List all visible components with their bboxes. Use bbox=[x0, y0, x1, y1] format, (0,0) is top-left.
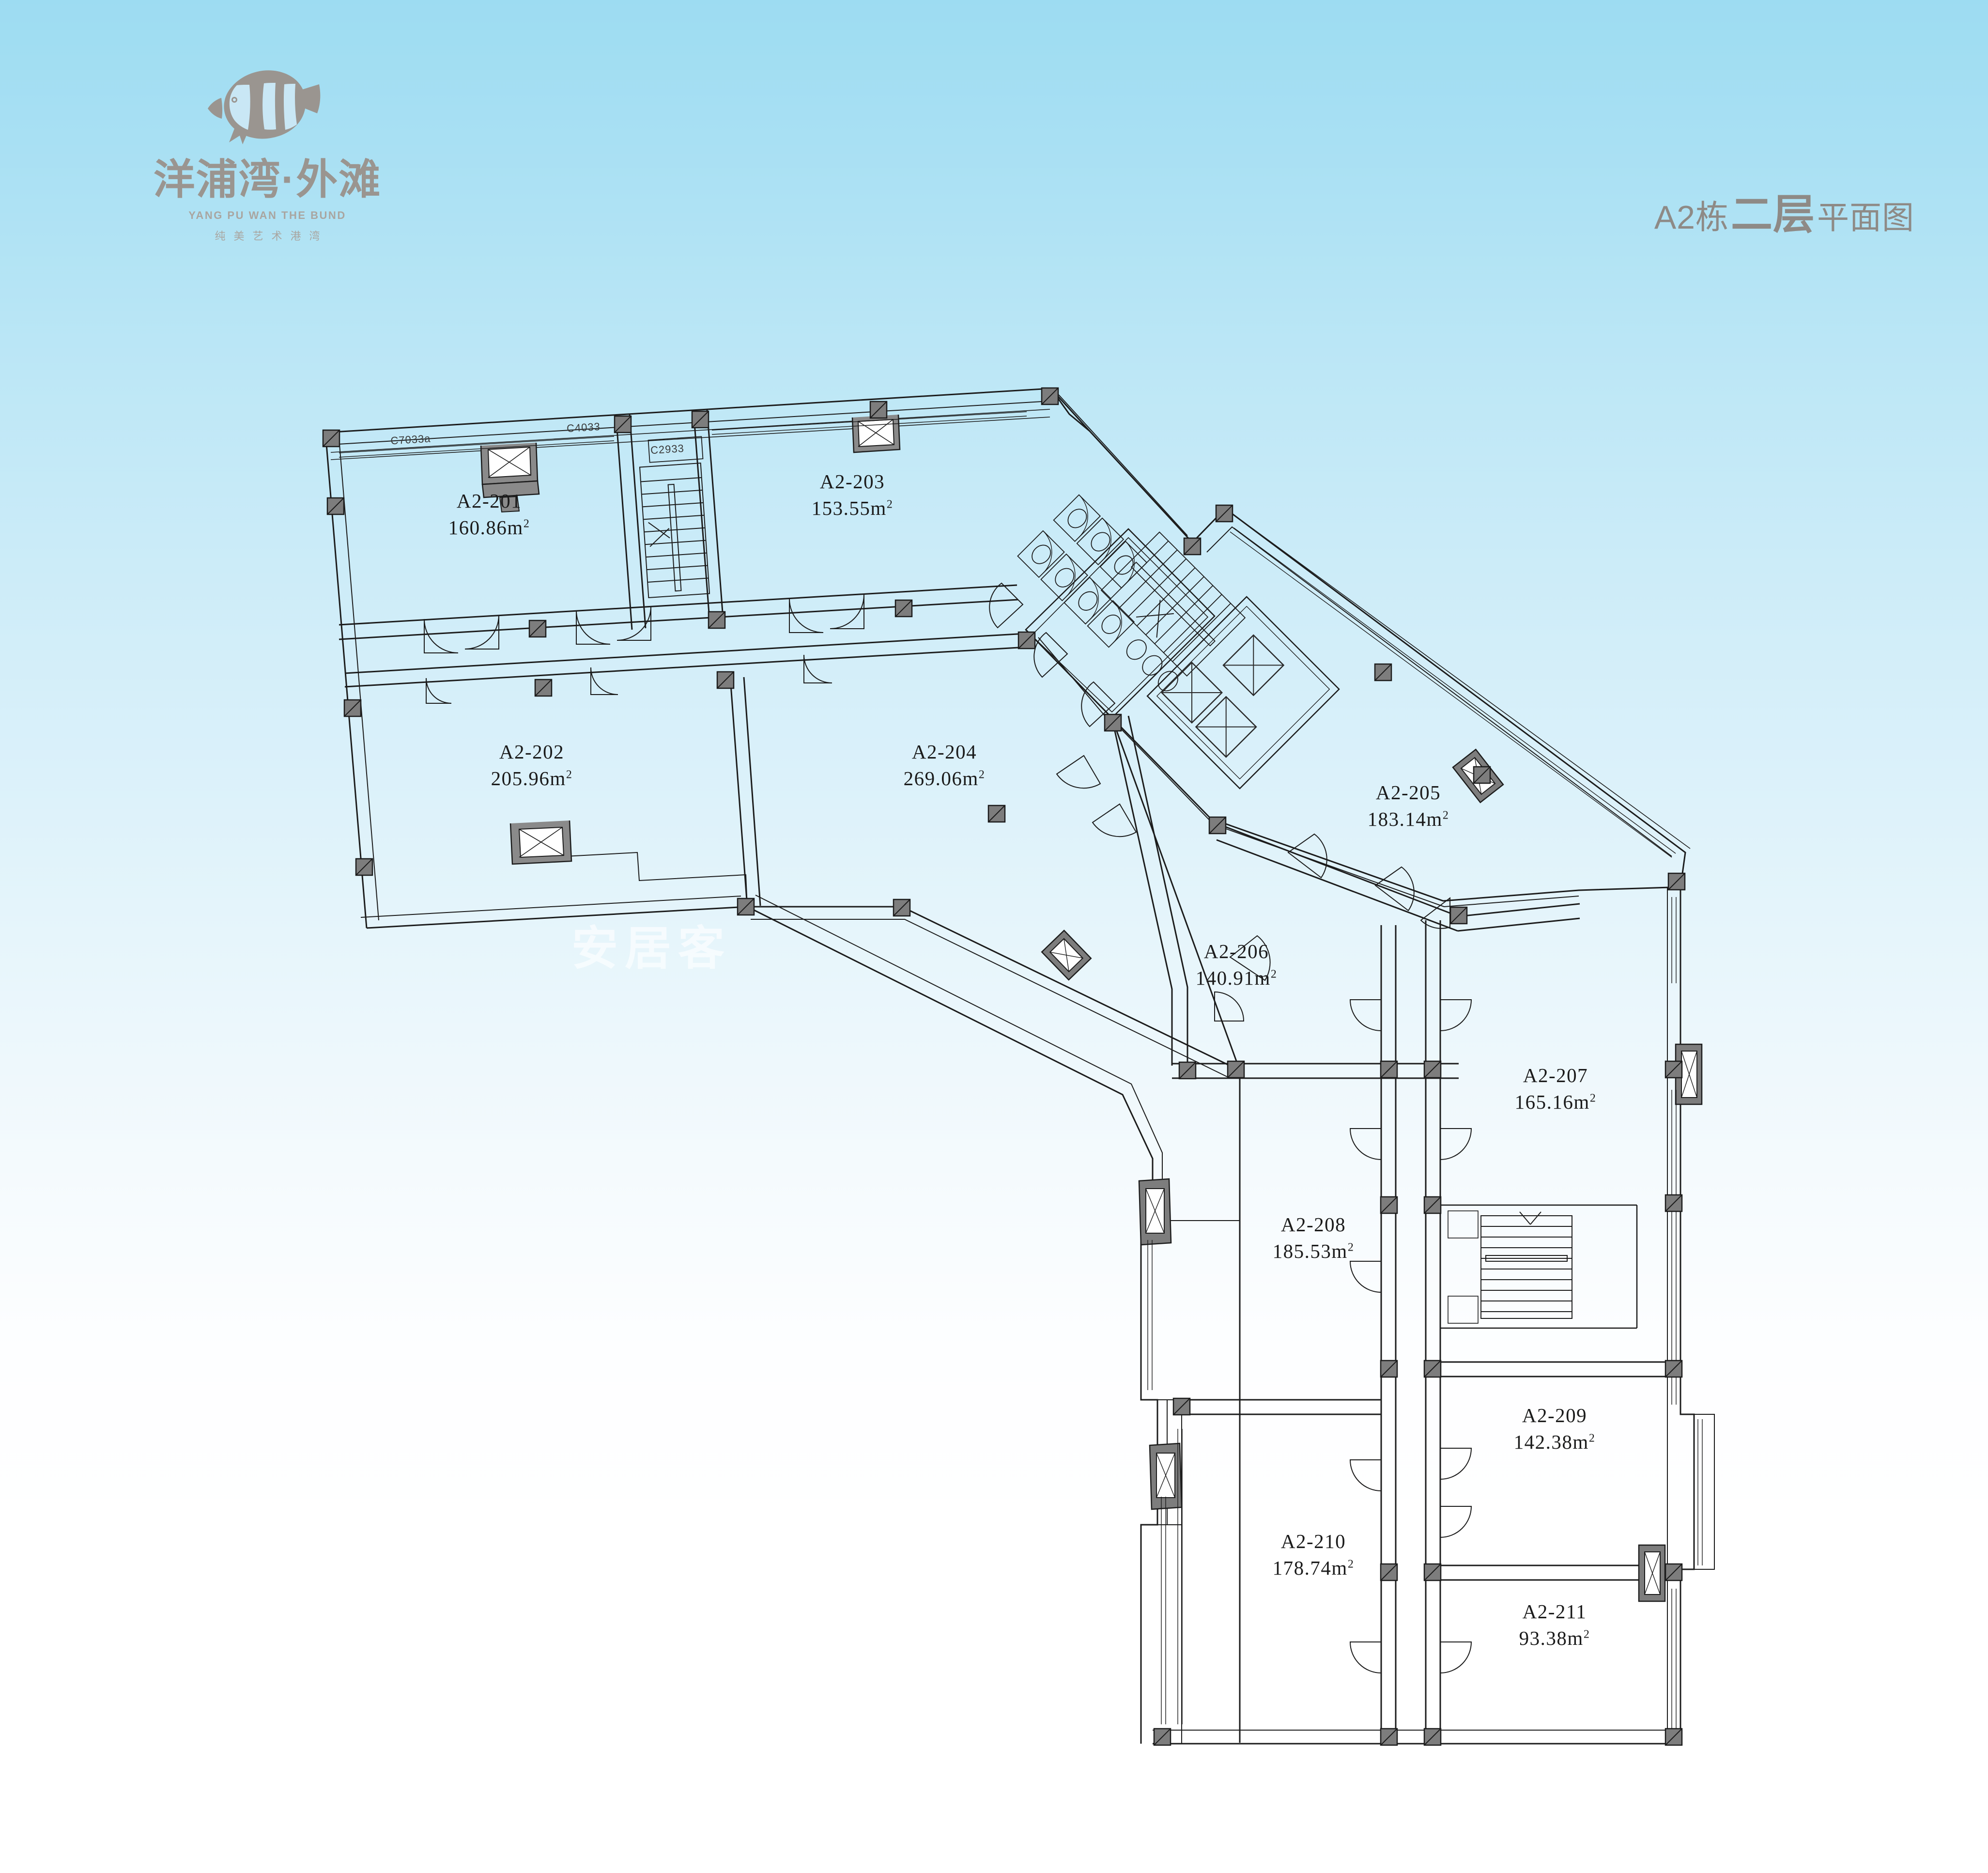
room-label: A2-205 183.14m2 bbox=[1368, 779, 1449, 833]
room-area: 178.74m2 bbox=[1272, 1557, 1355, 1579]
sw-lower-block bbox=[1140, 1308, 1381, 1744]
room-area: 185.53m2 bbox=[1272, 1240, 1355, 1262]
room-label: A2-204 269.06m2 bbox=[904, 739, 986, 792]
sw-partitions bbox=[1111, 715, 1459, 1079]
tropical-fish-icon bbox=[208, 70, 321, 144]
window-tag: C2933 bbox=[650, 442, 685, 457]
room-id: A2-205 bbox=[1375, 781, 1441, 804]
room-label: A2-210 178.74m2 bbox=[1273, 1528, 1355, 1581]
room-label: A2-209 142.38m2 bbox=[1514, 1402, 1596, 1455]
room-id: A2-210 bbox=[1280, 1530, 1346, 1553]
room-area: 183.14m2 bbox=[1367, 808, 1449, 830]
title-building: A2栋 bbox=[1654, 199, 1729, 236]
se-stair bbox=[1440, 1204, 1638, 1329]
room-id: A2-206 bbox=[1203, 940, 1269, 963]
room-area: 153.55m2 bbox=[811, 497, 894, 519]
nw-window-box bbox=[480, 442, 540, 513]
room-area: 205.96m2 bbox=[491, 767, 573, 789]
nw-wing-envelope bbox=[324, 387, 1090, 929]
room-id: A2-211 bbox=[1522, 1600, 1587, 1623]
title-kind: 平面图 bbox=[1817, 200, 1914, 235]
room-area: 165.16m2 bbox=[1514, 1091, 1597, 1113]
window-tag: C4033 bbox=[566, 420, 601, 435]
page-title: A2栋 二层 平面图 bbox=[1654, 180, 1914, 241]
room-id: A2-203 bbox=[819, 470, 885, 493]
elevator-bank bbox=[1146, 596, 1340, 789]
sw-window-box-202 bbox=[509, 820, 572, 865]
room-label: A2-203 153.55m2 bbox=[812, 468, 894, 522]
title-floor: 二层 bbox=[1731, 191, 1815, 238]
room-label: A2-207 165.16m2 bbox=[1515, 1062, 1597, 1115]
core-stair bbox=[1100, 531, 1246, 677]
logo-brand-latin: YANG PU WAN THE BUND bbox=[188, 209, 346, 221]
room-id: A2-209 bbox=[1522, 1404, 1587, 1427]
room-id: A2-202 bbox=[499, 741, 565, 763]
structural-columns bbox=[322, 387, 1686, 1746]
room-id: A2-208 bbox=[1280, 1213, 1346, 1236]
logo-tagline: 纯美艺术港湾 bbox=[215, 230, 328, 242]
south-corridor bbox=[1380, 920, 1441, 1744]
room-area: 160.86m2 bbox=[448, 516, 530, 539]
room-id: A2-204 bbox=[911, 741, 977, 763]
ne-wing-envelope bbox=[1111, 508, 1691, 983]
door-swings bbox=[424, 582, 1472, 1674]
nw-partitions bbox=[615, 409, 761, 907]
room-label: A2-201 160.86m2 bbox=[448, 488, 530, 541]
window-tag: C7033a bbox=[390, 432, 432, 447]
room-area: 269.06m2 bbox=[903, 767, 986, 789]
room-label: A2-206 140.91m2 bbox=[1196, 938, 1278, 991]
sw-service-shafts bbox=[1041, 748, 1703, 1602]
room-area: 142.38m2 bbox=[1513, 1431, 1596, 1453]
ne-inner-walls bbox=[1216, 822, 1580, 932]
room-label: A2-202 205.96m2 bbox=[491, 739, 573, 792]
room-area: 140.91m2 bbox=[1195, 967, 1278, 989]
room-id: A2-207 bbox=[1523, 1064, 1588, 1087]
nw-corridor-walls bbox=[339, 584, 1027, 688]
facade-windows bbox=[339, 411, 1703, 1729]
room-label: A2-208 185.53m2 bbox=[1273, 1211, 1355, 1265]
project-logo: 洋浦湾·外滩 YANG PU WAN THE BUND 纯美艺术港湾 bbox=[112, 68, 422, 262]
room-id: A2-201 bbox=[456, 490, 522, 512]
room-area: 93.38m2 bbox=[1519, 1627, 1590, 1649]
nw-stair bbox=[639, 436, 710, 599]
logo-brand-cn: 洋浦湾·外滩 bbox=[153, 156, 382, 203]
room-label: A2-211 93.38m2 bbox=[1519, 1598, 1590, 1652]
